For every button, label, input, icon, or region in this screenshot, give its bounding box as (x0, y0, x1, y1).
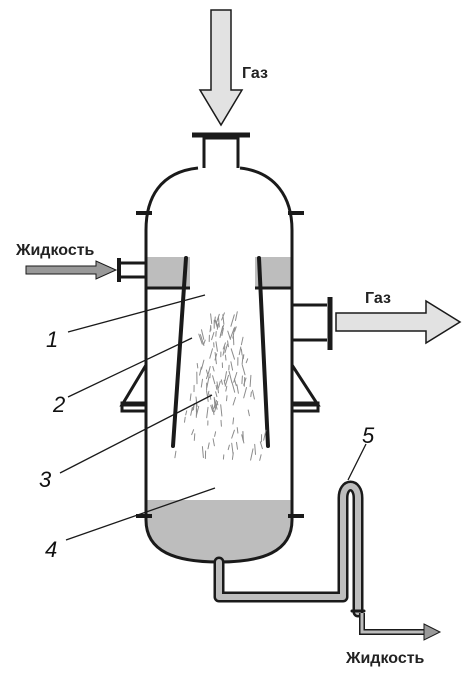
spray-streak (201, 379, 202, 387)
spray-streak (227, 396, 228, 401)
spray-streak (223, 315, 224, 325)
liquid-outlet-label: Жидкость (345, 650, 425, 667)
spray-streak (192, 430, 194, 435)
spray-streak (185, 417, 186, 422)
spray-streak (210, 349, 213, 359)
gas-outlet-nozzle (292, 297, 330, 350)
spray-streak (251, 392, 252, 397)
spray-streak (208, 443, 209, 449)
gas-inlet-label: Газ (242, 65, 268, 82)
spray-streak (232, 453, 233, 460)
spray-streak (237, 385, 239, 394)
support-bracket-left (122, 365, 146, 411)
spray-streak (202, 447, 203, 458)
spray-streak (213, 367, 214, 372)
spray-streak (213, 376, 215, 384)
spray-streak (232, 443, 233, 453)
spray-streak (215, 317, 216, 322)
spray-streak (202, 360, 204, 369)
spray-streak (250, 375, 251, 386)
callout-4: 4 (45, 537, 57, 562)
spray-streak (237, 428, 238, 434)
spray-streak (228, 445, 229, 450)
spray-streak (216, 385, 217, 389)
liquid-inlet-label: Жидкость (15, 242, 95, 259)
spray-streak (228, 341, 229, 347)
spray-streak (225, 355, 226, 360)
spray-streak (218, 381, 220, 388)
spray-streak (212, 333, 214, 340)
spray-streak (219, 318, 220, 327)
spray-streak (204, 340, 206, 344)
callout-2: 2 (52, 392, 65, 417)
spray-streak (251, 449, 253, 460)
spray-streak (246, 359, 248, 363)
spray-streak (216, 342, 217, 351)
spray-droplets (175, 312, 266, 461)
spray-streak (221, 405, 222, 416)
callout-5: 5 (362, 423, 375, 448)
spray-streak (207, 377, 209, 387)
spray-streak (241, 349, 242, 355)
spray-streak (207, 407, 208, 417)
gas-outlet-arrow (336, 301, 460, 343)
spray-streak (191, 408, 193, 416)
spray-streak (242, 365, 245, 375)
spray-streak (226, 386, 227, 391)
liquid-inlet-arrow (26, 261, 116, 279)
spray-streak (213, 439, 214, 446)
spray-streak (175, 451, 176, 457)
spray-streak (232, 430, 235, 438)
spray-streak (231, 315, 234, 327)
liquid-outlet-pipe (362, 613, 440, 640)
gas-outlet-label: Газ (365, 290, 391, 307)
spray-streak (194, 434, 195, 441)
spray-streak (197, 364, 198, 368)
spray-streak (233, 418, 234, 424)
spray-streak (233, 398, 235, 406)
spray-streak (260, 455, 261, 461)
support-bracket-right (292, 365, 318, 411)
spray-streak (231, 362, 233, 370)
spray-streak (231, 349, 234, 359)
spray-streak (255, 444, 256, 454)
gas-inlet-arrow (200, 10, 242, 125)
spray-streak (211, 314, 212, 324)
spray-streak (200, 367, 202, 375)
spray-streak (232, 382, 235, 392)
spray-streak (209, 367, 211, 373)
spray-streak (248, 410, 249, 416)
top-nozzle (192, 135, 250, 168)
spray-streak (215, 432, 216, 437)
spray-streak (225, 344, 228, 353)
spray-streak (253, 390, 255, 399)
spray-streak (243, 432, 244, 442)
spray-streak (225, 372, 227, 381)
spray-streak (241, 337, 243, 344)
spray-streak (237, 442, 238, 449)
spray-streak (193, 405, 194, 410)
spray-streak (260, 442, 262, 449)
spray-streak (186, 411, 187, 415)
spray-streak (221, 380, 222, 385)
spray-streak (236, 312, 238, 321)
spray-streak (216, 392, 217, 397)
spray-streak (224, 380, 225, 384)
spray-streak (242, 376, 243, 384)
spray-streak (239, 347, 241, 355)
callout-3: 3 (39, 467, 52, 492)
spray-streak (244, 388, 247, 398)
callout-1: 1 (46, 327, 58, 352)
spray-streak (242, 356, 243, 365)
liquid-inlet-nozzle (119, 258, 146, 282)
spray-streak (228, 331, 231, 339)
spray-streak (229, 371, 232, 382)
spray-streak (190, 394, 191, 401)
